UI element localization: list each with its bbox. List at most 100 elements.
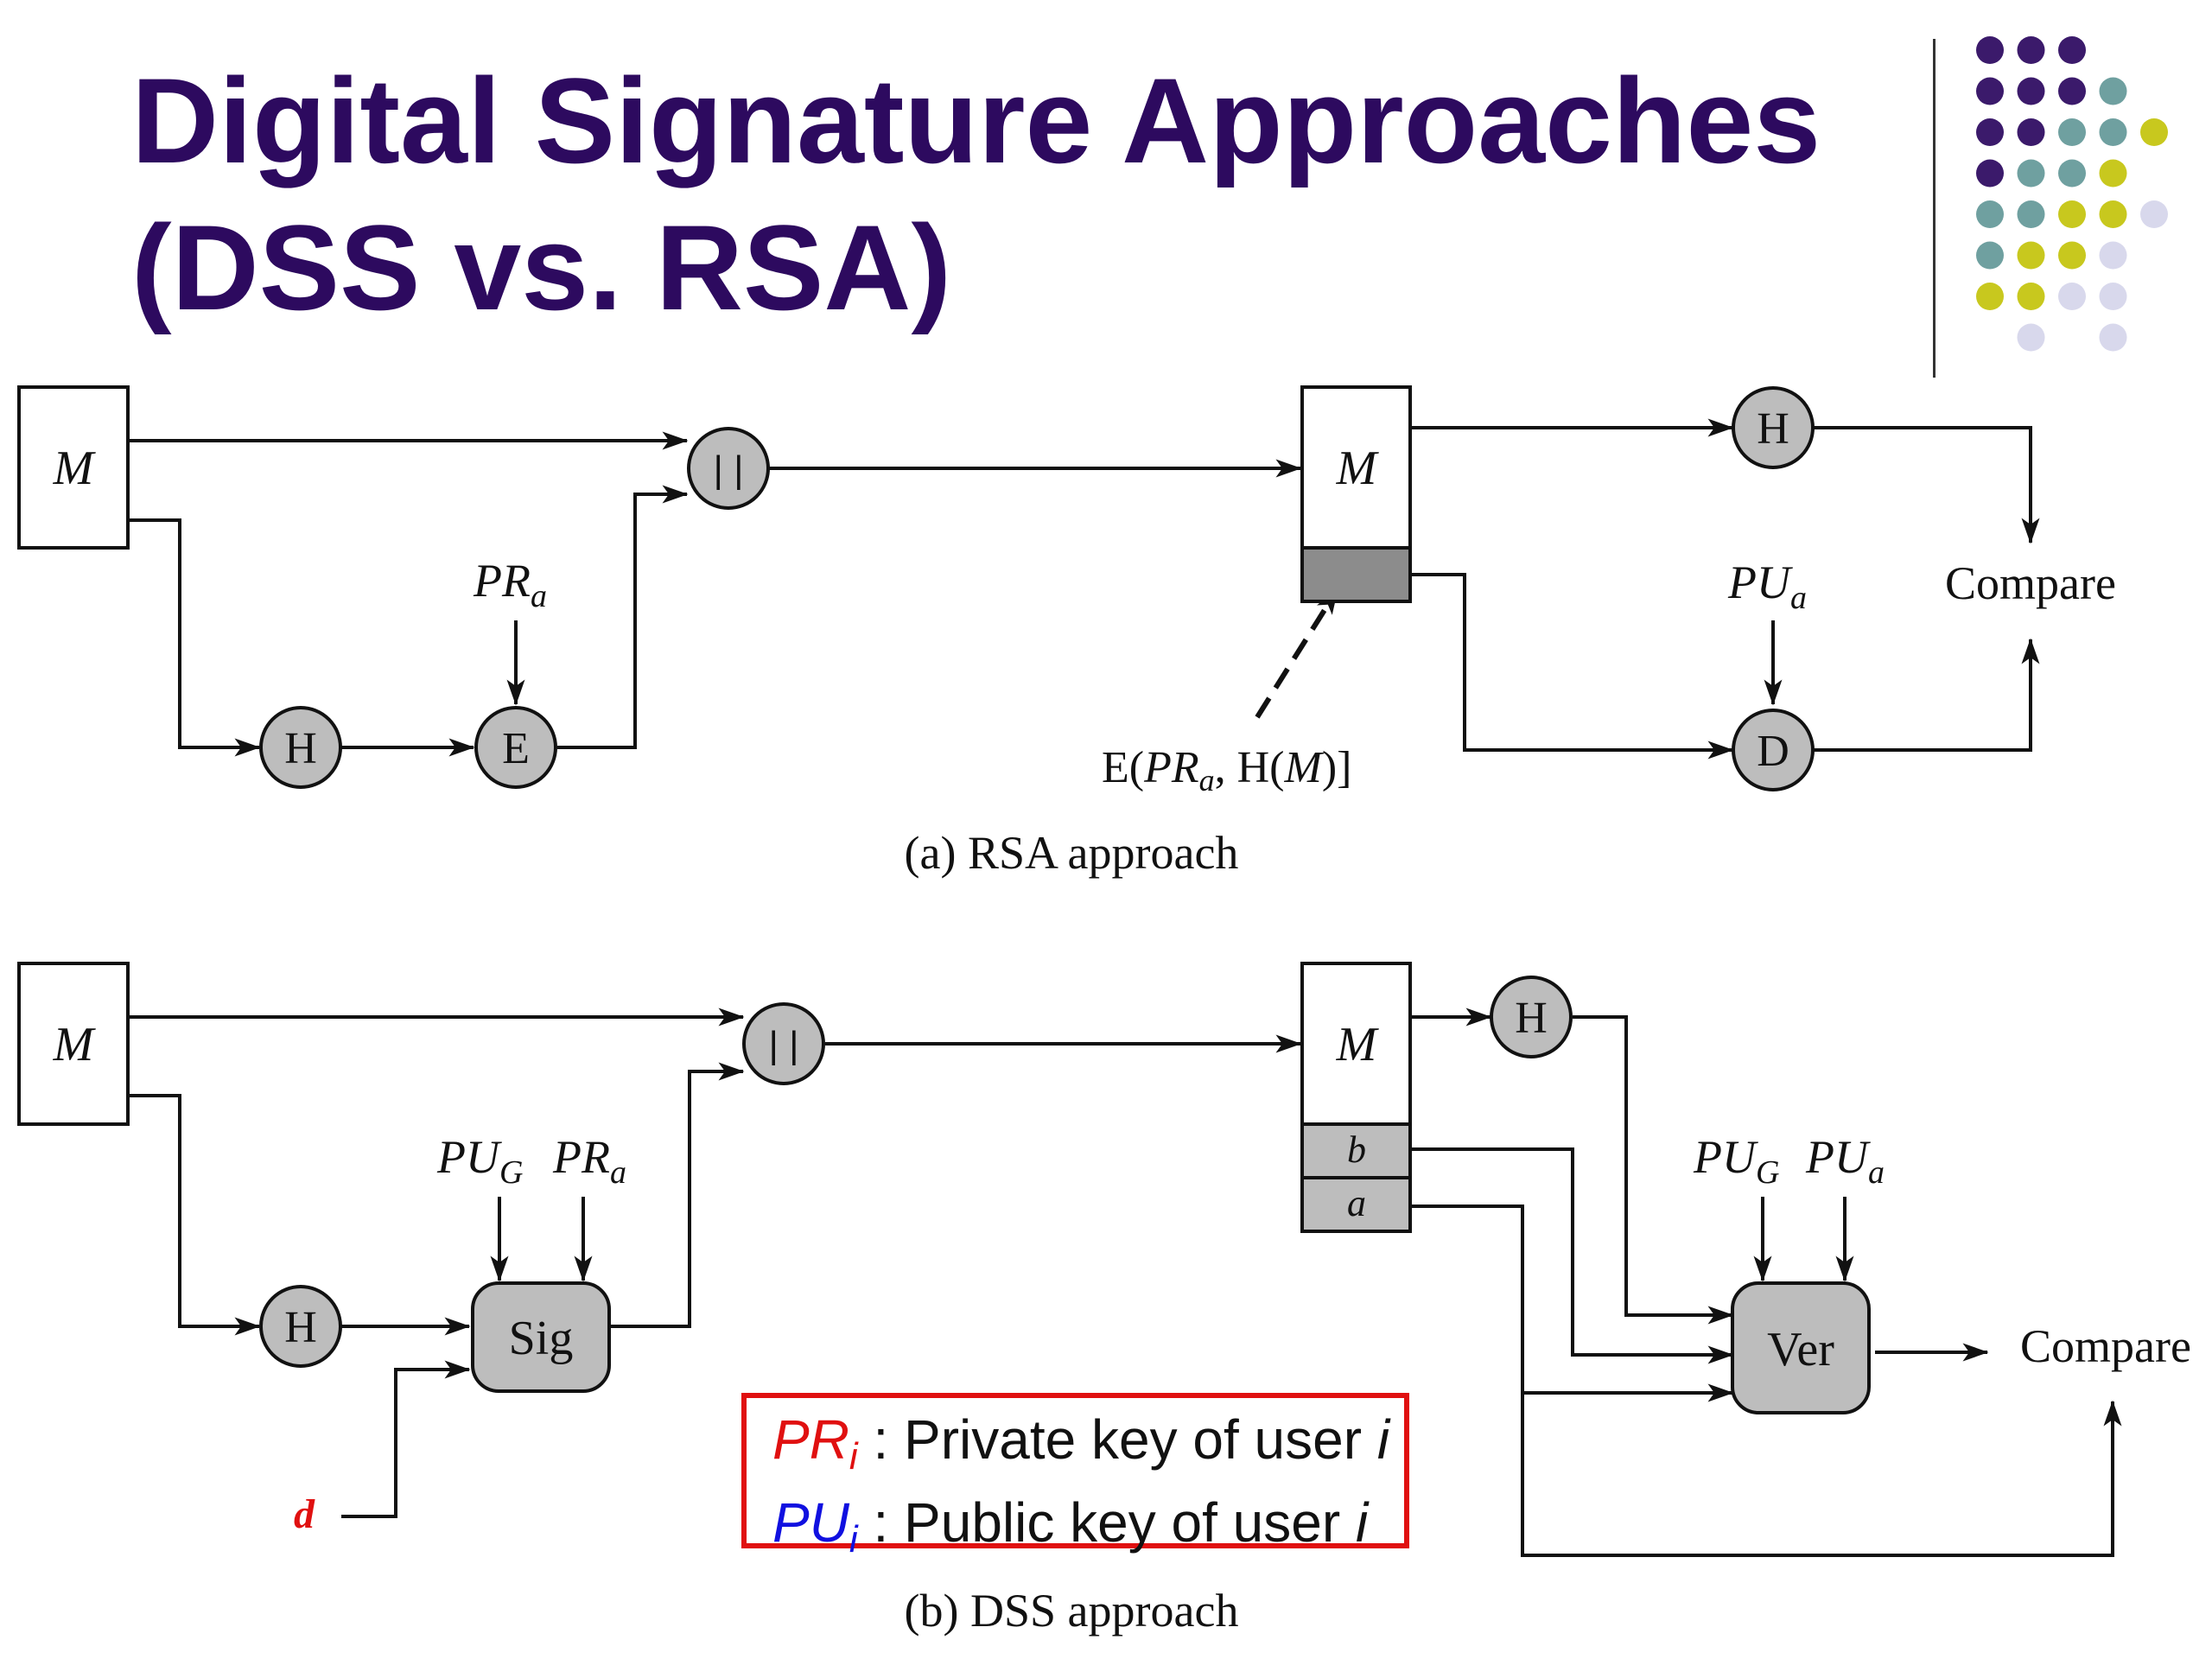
- legend-private-key: PRi : Private key of user i: [772, 1407, 1404, 1490]
- dss-public-key-label: PUa: [1805, 1131, 1885, 1191]
- slide-title-line2: (DSS vs. RSA): [131, 200, 952, 335]
- dss-line-a-to-compare: [1521, 1393, 2122, 1557]
- decorative-dot: [2017, 36, 2045, 64]
- rsa-hash-label: H: [284, 724, 317, 773]
- rsa-encrypt-label: E: [502, 724, 530, 773]
- dss-global-key-label: PUG: [436, 1131, 523, 1191]
- decorative-dot: [2058, 118, 2086, 146]
- dss-receiver-hash-label: H: [1515, 994, 1548, 1043]
- decorative-dot: [1976, 36, 2004, 64]
- dss-nodes: M H Sig PUG PRa d | | M b a H Ver PUG PU…: [17, 962, 2191, 1637]
- decorative-dot: [2017, 118, 2045, 146]
- decorative-dot: [2058, 159, 2086, 188]
- decorative-dot: [2099, 159, 2127, 188]
- rsa-line-signature-to-decrypt: [1410, 573, 1734, 760]
- dss-signature-a-block: [1300, 1176, 1412, 1233]
- decorative-dot: [2017, 323, 2045, 352]
- slide-title: Digital Signature Approaches (DSS vs. RS…: [131, 48, 1821, 341]
- rsa-caption: (a) RSA approach: [905, 827, 1239, 879]
- slide-title-line1: Digital Signature Approaches: [131, 53, 1821, 188]
- dss-signature-a-label: a: [1347, 1182, 1366, 1224]
- legend-private-desc: Private key of user: [904, 1408, 1377, 1471]
- dss-line-hash-to-verify: [1573, 1015, 1734, 1325]
- dss-sign-label: Sig: [509, 1312, 574, 1365]
- legend-public-sub: i: [849, 1518, 858, 1560]
- dss-concat-node: [742, 1002, 825, 1085]
- decorative-dot: [2099, 118, 2127, 146]
- dss-sender-message-box: [17, 962, 130, 1126]
- decorative-dot: [2058, 36, 2086, 64]
- legend-public-sep: :: [857, 1491, 905, 1554]
- rsa-receiver-message-box: [1300, 385, 1412, 550]
- dss-line-b-to-verify: [1410, 1147, 1734, 1364]
- decorative-dot: [2140, 118, 2168, 146]
- dss-diagram: [128, 1007, 2122, 1557]
- rsa-sender-message-box: [17, 385, 130, 550]
- rsa-signature-block: [1300, 546, 1412, 603]
- rsa-diagram: [128, 418, 2040, 760]
- decorative-dot: [1976, 118, 2004, 146]
- dss-line-a-to-verify: [1410, 1205, 1734, 1402]
- rsa-signature-note: E(PRa, H(M)]: [1102, 743, 1351, 798]
- decorative-dot: [2099, 241, 2127, 270]
- rsa-concat-node: [687, 427, 770, 510]
- legend-private-user: i: [1376, 1408, 1390, 1471]
- rsa-hash-node: [259, 706, 342, 789]
- decorative-dot-grid: [1976, 36, 2168, 352]
- dss-caption: (b) DSS approach: [905, 1585, 1239, 1637]
- dss-line-message-to-hash: [128, 1094, 261, 1336]
- decorative-dot: [2017, 283, 2045, 310]
- dss-random-input-label: d: [294, 1491, 315, 1537]
- rsa-concat-label: | |: [713, 448, 743, 491]
- dss-verify-label: Ver: [1767, 1323, 1834, 1376]
- dss-signature-b-label: b: [1347, 1128, 1366, 1171]
- decorative-dot: [2058, 283, 2086, 310]
- decorative-dot: [2058, 77, 2086, 105]
- dss-private-key-label: PRa: [552, 1131, 626, 1191]
- dss-receiver-message-label: M: [1336, 1018, 1380, 1071]
- decorative-dot: [2017, 200, 2045, 228]
- decorative-dot: [2099, 283, 2127, 310]
- legend-public-user: i: [1355, 1491, 1369, 1554]
- dss-receiver-message-box: [1300, 962, 1412, 1126]
- decorative-dot: [2017, 241, 2045, 270]
- rsa-dashed-signature-pointer: [1255, 588, 1340, 719]
- decorative-dot: [2058, 241, 2086, 270]
- decorative-dot: [2099, 323, 2127, 352]
- decorative-dot: [1976, 159, 2004, 188]
- dss-receiver-hash-node: [1490, 976, 1573, 1058]
- rsa-decrypt-node: [1732, 709, 1815, 791]
- rsa-public-key-label: PUa: [1727, 556, 1807, 616]
- legend-public-symbol: PU: [772, 1491, 849, 1554]
- decorative-dot: [2140, 200, 2168, 228]
- legend-public-key: PUi : Public key of user i: [772, 1490, 1404, 1573]
- dss-hash-label: H: [284, 1303, 317, 1352]
- rsa-encrypt-node: [474, 706, 557, 789]
- legend-private-sep: :: [857, 1408, 905, 1471]
- rsa-nodes: M H E PRa | | M H D PUa Compare E(PRa, H…: [17, 385, 2116, 879]
- dss-sign-node: [471, 1281, 611, 1393]
- rsa-private-key-label: PRa: [473, 555, 547, 614]
- rsa-compare-label: Compare: [1945, 557, 2116, 609]
- rsa-receiver-hash-node: [1732, 386, 1815, 469]
- rsa-line-decrypt-to-compare: [1813, 638, 2040, 752]
- dss-verify-node: [1731, 1281, 1871, 1414]
- decorative-dot: [2017, 77, 2045, 105]
- rsa-receiver-hash-label: H: [1757, 404, 1789, 454]
- title-divider: [1933, 39, 1936, 378]
- rsa-line-hash-to-compare: [1813, 426, 2040, 544]
- dss-signature-b-block: [1300, 1122, 1412, 1179]
- dss-sender-message-label: M: [53, 1018, 97, 1071]
- rsa-line-message-to-hash: [128, 518, 261, 757]
- legend-private-sub: i: [849, 1435, 858, 1478]
- rsa-line-encrypt-to-concat: [557, 485, 689, 749]
- decorative-dot: [1976, 77, 2004, 105]
- decorative-dot: [1976, 200, 2004, 228]
- dss-rx-global-key-label: PUG: [1693, 1131, 1779, 1191]
- rsa-receiver-message-label: M: [1336, 442, 1380, 495]
- dss-line-random-to-sign: [341, 1360, 471, 1518]
- decorative-dot: [2058, 200, 2086, 228]
- decorative-dot: [2099, 200, 2127, 228]
- dss-concat-label: | |: [768, 1024, 798, 1066]
